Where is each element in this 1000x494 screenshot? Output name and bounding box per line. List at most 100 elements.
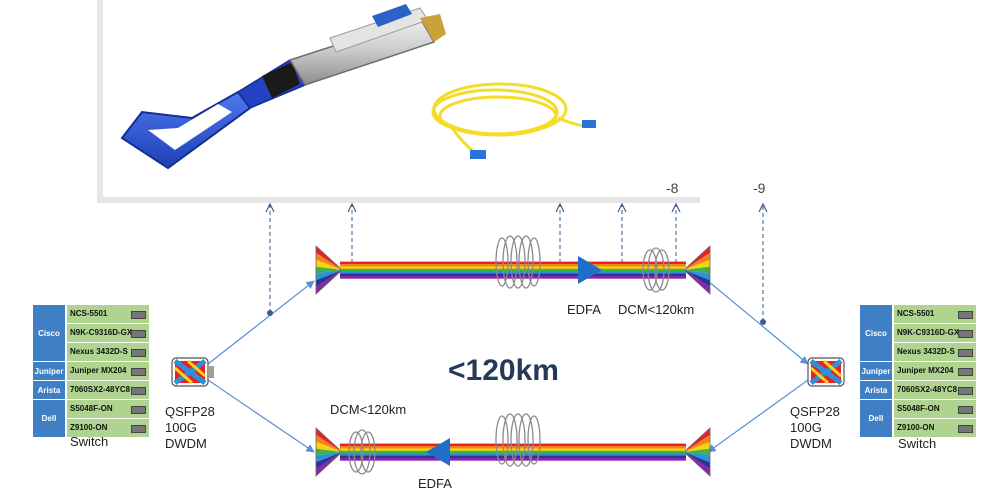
switch-model-name: Z9100-ON [897, 423, 935, 432]
fiber-connections [207, 280, 809, 453]
switch-port-icon [958, 349, 973, 357]
wdm-prism-icon [685, 427, 711, 477]
switch-model-cell: NCS-5501 [67, 305, 149, 323]
edfa-amplifier-icon [578, 256, 602, 284]
switch-model-name: 7060SX2-48YC8 [70, 385, 131, 394]
right-switch-label: Switch [898, 436, 937, 451]
switch-model-name: S5048F-ON [897, 404, 940, 413]
edfa-amplifier-icon [426, 438, 450, 466]
left-switch-label: Switch [70, 434, 109, 449]
right-module-line-3: DWDM [790, 436, 832, 451]
rainbow-line [340, 266, 686, 270]
switch-model-name: Nexus 3432D-S [897, 347, 955, 356]
switch-port-icon [131, 425, 146, 433]
switch-port-icon [958, 387, 973, 395]
rainbow-line [340, 448, 686, 452]
switch-model-name: N9K-C9316D-GX [70, 328, 133, 337]
switch-model-name: N9K-C9316D-GX [897, 328, 960, 337]
rainbow-line [340, 446, 686, 449]
rainbow-line [340, 261, 686, 265]
wdm-prism-icon [685, 245, 711, 295]
switch-model-cell: Z9100-ON [894, 419, 976, 437]
dwdm-module-icon [807, 357, 845, 387]
rainbow-band-top [340, 261, 686, 279]
wdm-prism-stripe [686, 270, 710, 288]
vendor-cell: Juniper [33, 362, 65, 380]
left-module-label: QSFP28 100G DWDM [165, 404, 215, 452]
wdm-prism-stripe [316, 452, 340, 470]
left-module-line-3: DWDM [165, 436, 207, 451]
wdm-prism-stripe [316, 259, 340, 270]
left-tx-link [207, 280, 315, 365]
left-module-line-1: QSFP28 [165, 404, 215, 419]
dcm-bottom-label: DCM<120km [330, 402, 407, 417]
wdm-prism-stripe [686, 452, 710, 470]
switch-port-icon [958, 406, 973, 414]
rainbow-line [340, 271, 686, 274]
qsfp28-module-icon [120, 4, 446, 170]
wdm-prism-stripe [316, 270, 340, 281]
switch-port-icon [131, 368, 146, 376]
right-module-label: QSFP28 100G DWDM [790, 404, 840, 452]
wdm-prism-icon [315, 427, 341, 477]
left-rx-link [207, 379, 315, 453]
wdm-prism-stripe [686, 448, 710, 456]
dcm-top-label: DCM<120km [618, 302, 695, 317]
switch-port-icon [958, 425, 973, 433]
wdm-prisms [315, 245, 711, 477]
wdm-prism-stripe [316, 270, 340, 288]
wdm-prism-stripe [686, 252, 710, 270]
step-label-9: -9 [753, 180, 766, 196]
switch-model-name: NCS-5501 [70, 309, 108, 318]
switch-model-name: S5048F-ON [70, 404, 113, 413]
switch-model-cell: Nexus 3432D-S [67, 343, 149, 361]
dcm-coil-icon [348, 429, 376, 475]
rainbow-line [340, 268, 686, 272]
switch-port-icon [131, 406, 146, 414]
rainbow-line [340, 453, 686, 456]
switch-model-name: Juniper MX204 [897, 366, 954, 375]
left-module-line-2: 100G [165, 420, 197, 435]
fiber-patch-cable-icon [431, 82, 596, 159]
rainbow-line [340, 264, 686, 267]
rainbow-line [340, 273, 686, 277]
wdm-prism-stripe [686, 259, 710, 270]
tap-arrowheads [265, 202, 768, 213]
switch-port-icon [958, 368, 973, 376]
switch-model-cell: 7060SX2-48YC8 [67, 381, 149, 399]
switch-model-cell: Juniper MX204 [67, 362, 149, 380]
switch-model-cell: S5048F-ON [894, 400, 976, 418]
distance-label: <120km [448, 354, 559, 387]
vendor-cell: Arista [860, 381, 892, 399]
switch-model-name: Nexus 3432D-S [70, 347, 128, 356]
switch-model-cell: N9K-C9316D-GX [67, 324, 149, 342]
switch-model-cell: 7060SX2-48YC8 [894, 381, 976, 399]
switch-model-name: Juniper MX204 [70, 366, 127, 375]
product-photo-panel [97, 0, 700, 203]
wdm-prism-stripe [316, 452, 340, 463]
switch-model-cell: S5048F-ON [67, 400, 149, 418]
dcm-coil-icon [642, 247, 670, 293]
right-tx-link [707, 379, 809, 453]
switch-model-cell: NCS-5501 [894, 305, 976, 323]
rainbow-line [340, 450, 686, 454]
switch-model-cell: N9K-C9316D-GX [894, 324, 976, 342]
vendor-group-juniper: Juniper Juniper MX204 [33, 362, 149, 381]
wdm-prism-stripe [316, 448, 340, 456]
switch-port-icon [958, 330, 973, 338]
wdm-prism-stripe [686, 266, 710, 274]
fiber-spool-icon [495, 413, 541, 467]
wdm-prism-stripe [316, 252, 340, 270]
vendor-cell: Cisco [860, 305, 892, 361]
switch-port-icon [958, 311, 973, 319]
wdm-prism-icon [315, 245, 341, 295]
monitor-taps [269, 205, 764, 322]
